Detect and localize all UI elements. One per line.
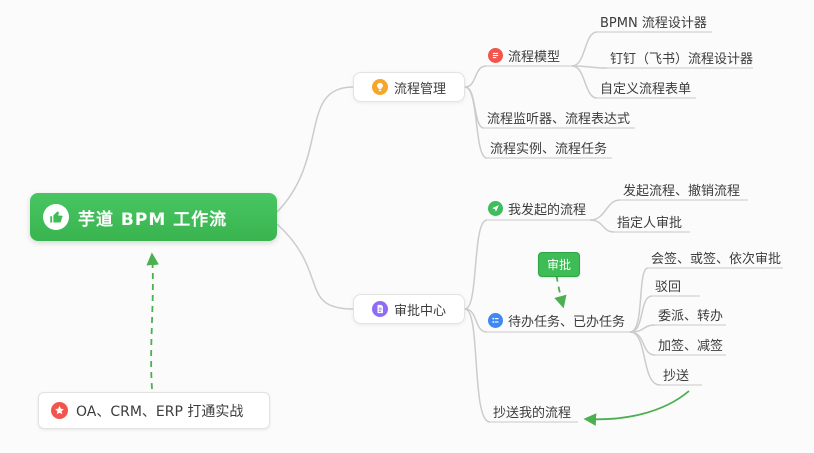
topic-label: 钉钉（飞书）流程设计器: [610, 51, 754, 67]
root-topic-label: 芋道 BPM 工作流: [78, 209, 228, 230]
connector-todo-to-reject: [629, 295, 653, 333]
thumbs-up-icon: [43, 204, 69, 230]
topic-listener-expression[interactable]: 流程监听器、流程表达式: [487, 107, 630, 127]
topic-cc-my-process[interactable]: 抄送我的流程: [493, 401, 571, 421]
topic-label: 流程实例、流程任务: [490, 141, 608, 157]
topic-my-initiated[interactable]: 我发起的流程: [488, 198, 586, 218]
topic-countersign[interactable]: 会签、或签、依次审批: [651, 247, 781, 267]
connector-todo-to-cc: [629, 331, 661, 386]
model-icon: [488, 47, 503, 63]
checklist-icon: [488, 312, 503, 328]
topic-label: 会签、或签、依次审批: [651, 251, 782, 267]
lightbulb-icon: [371, 79, 388, 95]
topic-label: 自定义流程表单: [600, 81, 692, 97]
topic-custom-form[interactable]: 自定义流程表单: [600, 77, 691, 97]
connector-process-mgmt-to-model: [464, 65, 487, 88]
connector-model-to-custom-form: [571, 65, 598, 99]
topic-approval-center[interactable]: 审批中心: [353, 294, 465, 324]
root-topic[interactable]: 芋道 BPM 工作流: [30, 193, 277, 241]
connector-model-to-dingtalk: [571, 65, 608, 69]
paper-plane-icon: [488, 200, 503, 216]
topic-label: 待办任务、已办任务: [508, 314, 626, 330]
relationship-arrow-note-to-root: [146, 252, 159, 390]
document-icon: [371, 301, 388, 317]
topic-process-model[interactable]: 流程模型: [488, 45, 560, 65]
topic-label: 委派、转办: [658, 308, 724, 324]
topic-reject[interactable]: 驳回: [655, 275, 681, 295]
topic-todo-done[interactable]: 待办任务、已办任务: [488, 310, 625, 330]
topic-label: 流程模型: [508, 49, 561, 65]
connector-model-to-bpmn: [571, 31, 598, 67]
connector-approval-center-to-cc-my-process: [464, 308, 491, 423]
topic-instance-task[interactable]: 流程实例、流程任务: [490, 137, 607, 157]
topic-cc[interactable]: 抄送: [663, 364, 689, 384]
topic-assignee-approval[interactable]: 指定人审批: [617, 211, 682, 231]
topic-label: 流程管理: [393, 81, 446, 97]
relationship-arrow-cc-to-cc-my-process: [583, 390, 690, 426]
topic-initiate-cancel[interactable]: 发起流程、撤销流程: [623, 179, 740, 199]
topic-process-management[interactable]: 流程管理: [353, 72, 465, 102]
topic-label: 发起流程、撤销流程: [623, 183, 741, 199]
connector-my-initiated-to-initiate-cancel: [589, 199, 621, 221]
relationship-label-approval[interactable]: 审批: [538, 252, 581, 277]
topic-label: 抄送: [663, 368, 690, 384]
topic-delegate-transfer[interactable]: 委派、转办: [658, 304, 723, 324]
star-icon: [51, 402, 68, 419]
connector-my-initiated-to-assignee: [589, 219, 615, 233]
topic-bpmn-designer[interactable]: BPMN 流程设计器: [600, 11, 707, 31]
topic-label: OA、CRM、ERP 打通实战: [76, 403, 244, 420]
topic-label: BPMN 流程设计器: [600, 15, 707, 31]
topic-label: 抄送我的流程: [493, 405, 572, 421]
topic-oa-crm-erp-note[interactable]: OA、CRM、ERP 打通实战: [38, 392, 270, 429]
topic-dingtalk-designer[interactable]: 钉钉（飞书）流程设计器: [610, 47, 753, 67]
topic-label: 加签、减签: [658, 338, 724, 354]
connector-approval-center-to-todo: [464, 308, 488, 333]
topic-label: 我发起的流程: [508, 202, 587, 218]
connector-process-mgmt-to-instance: [464, 86, 488, 159]
topic-label: 审批中心: [393, 303, 446, 319]
topic-label: 驳回: [655, 279, 682, 295]
topic-add-reduce-sign[interactable]: 加签、减签: [658, 334, 723, 354]
topic-label: 流程监听器、流程表达式: [487, 111, 631, 127]
connector-root-to-approval-center: [276, 223, 354, 310]
connector-approval-center-to-my-initiated: [464, 219, 488, 310]
topic-label: 指定人审批: [617, 215, 683, 231]
connector-root-to-process-mgmt: [276, 86, 354, 213]
